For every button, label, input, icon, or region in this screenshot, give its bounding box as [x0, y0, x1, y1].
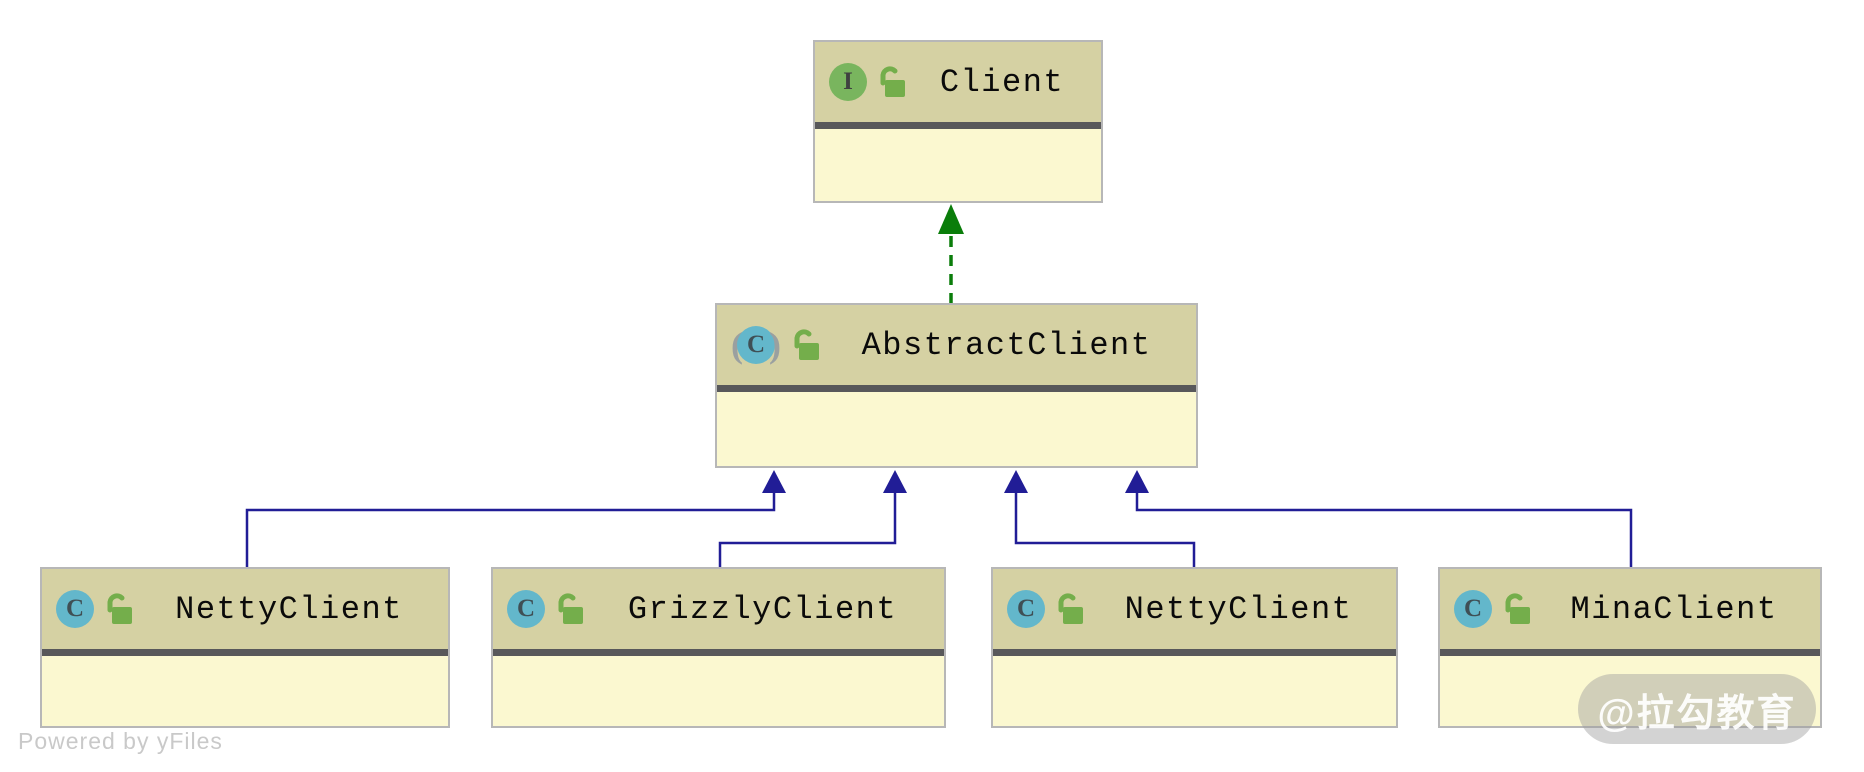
node-header: I Client — [815, 42, 1101, 122]
node-header: C MinaClient — [1440, 569, 1820, 649]
extends-edge-grizzlyclient-abstractclient — [718, 470, 907, 567]
node-members-compartment — [493, 656, 944, 726]
interface-icon: I — [829, 63, 867, 101]
uml-node-abstractclient[interactable]: ( C ) AbstractClient — [715, 303, 1198, 468]
node-divider — [1440, 649, 1820, 656]
unlocked-icon — [1058, 593, 1083, 624]
unlocked-icon — [1505, 593, 1530, 624]
node-title: NettyClient — [1124, 590, 1353, 628]
extends-arrowhead — [883, 470, 907, 493]
node-divider — [42, 649, 448, 656]
node-title: AbstractClient — [861, 326, 1152, 364]
extends-edge-nettyclient2-abstractclient — [1004, 470, 1196, 567]
implements-edge-abstractclient-client — [938, 204, 964, 303]
implements-arrowhead — [938, 204, 964, 234]
extends-arrowhead — [762, 470, 786, 493]
extends-arrowhead — [1004, 470, 1028, 493]
class-icon: C — [56, 590, 94, 628]
class-icon: C — [1007, 590, 1045, 628]
node-members-compartment — [815, 129, 1101, 201]
uml-node-minaclient[interactable]: C MinaClient — [1438, 567, 1822, 728]
node-members-compartment — [717, 392, 1196, 466]
powered-by-yfiles-label: Powered by yFiles — [18, 728, 223, 754]
class-icon: C — [1454, 590, 1492, 628]
watermark-text: @拉勾教育 — [1597, 692, 1797, 735]
unlocked-icon — [558, 593, 583, 624]
node-title: NettyClient — [175, 590, 403, 628]
class-icon: C — [507, 590, 545, 628]
abstract-class-icon: ( C ) — [731, 326, 781, 364]
node-members-compartment — [993, 656, 1396, 726]
unlocked-icon — [107, 593, 132, 624]
node-divider — [717, 385, 1196, 392]
node-header: C GrizzlyClient — [493, 569, 944, 649]
node-members-compartment — [1440, 656, 1820, 726]
uml-node-nettyclient-1[interactable]: C NettyClient — [40, 567, 450, 728]
node-title: Client — [939, 63, 1065, 101]
node-title: MinaClient — [1570, 590, 1778, 628]
uml-node-nettyclient-2[interactable]: C NettyClient — [991, 567, 1398, 728]
unlocked-icon — [880, 66, 905, 97]
extends-edge-minaclient-abstractclient — [1125, 470, 1633, 567]
node-title: GrizzlyClient — [627, 590, 898, 628]
watermark-badge: @拉勾教育 — [1578, 674, 1816, 744]
extends-edge-nettyclient1-abstractclient — [245, 470, 786, 567]
node-header: C NettyClient — [42, 569, 448, 649]
node-divider — [493, 649, 944, 656]
node-header: C NettyClient — [993, 569, 1396, 649]
node-divider — [815, 122, 1101, 129]
uml-node-grizzlyclient[interactable]: C GrizzlyClient — [491, 567, 946, 728]
node-divider — [993, 649, 1396, 656]
node-members-compartment — [42, 656, 448, 726]
unlocked-icon — [794, 329, 819, 360]
uml-node-client[interactable]: I Client — [813, 40, 1103, 203]
node-header: ( C ) AbstractClient — [717, 305, 1196, 385]
extends-arrowhead — [1125, 470, 1149, 493]
